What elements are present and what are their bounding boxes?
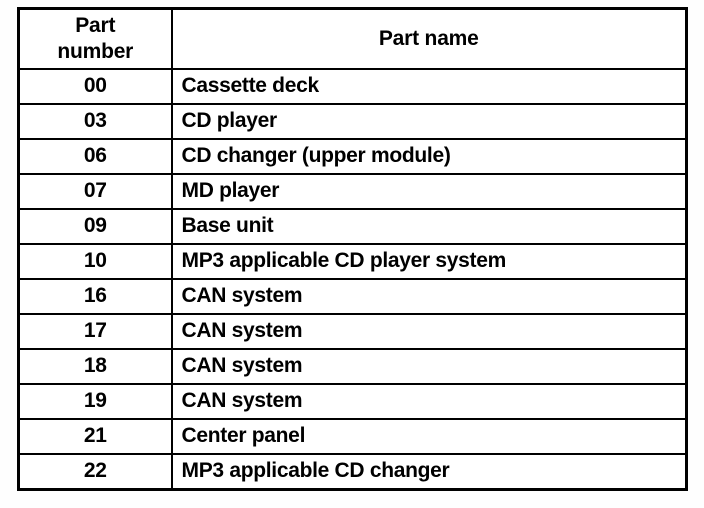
table-row: 17 CAN system: [17, 313, 688, 350]
column-header-part-number-line2: number: [57, 40, 134, 63]
cell-part-name: CD player: [170, 103, 688, 140]
cell-part-name: Base unit: [170, 208, 688, 245]
table-row: 06 CD changer (upper module): [17, 138, 688, 175]
cell-part-name: MP3 applicable CD changer: [170, 453, 688, 491]
table-row: 00 Cassette deck: [17, 68, 688, 105]
cell-part-number: 07: [17, 173, 173, 210]
cell-part-number: 10: [17, 243, 173, 280]
table-row: 09 Base unit: [17, 208, 688, 245]
table-body: 00 Cassette deck 03 CD player 06 CD chan…: [17, 68, 688, 491]
cell-part-number: 17: [17, 313, 173, 350]
column-header-part-number-line1: Part: [75, 13, 116, 37]
cell-part-name: Cassette deck: [170, 68, 688, 105]
column-header-part-number: Part number: [17, 7, 173, 70]
cell-part-number: 22: [17, 453, 173, 491]
cell-part-number: 03: [17, 103, 173, 140]
table-row: 22 MP3 applicable CD changer: [17, 453, 688, 491]
cell-part-name: CAN system: [170, 278, 688, 315]
cell-part-name: CD changer (upper module): [170, 138, 688, 175]
table-row: 03 CD player: [17, 103, 688, 140]
parts-table: Part number Part name 00 Cassette deck 0…: [17, 7, 688, 491]
cell-part-number: 19: [17, 383, 173, 420]
cell-part-number: 00: [17, 68, 173, 105]
cell-part-number: 06: [17, 138, 173, 175]
cell-part-name: CAN system: [170, 348, 688, 385]
cell-part-number: 18: [17, 348, 173, 385]
cell-part-name: CAN system: [170, 313, 688, 350]
table-row: 07 MD player: [17, 173, 688, 210]
table-row: 21 Center panel: [17, 418, 688, 455]
parts-table-container: Part number Part name 00 Cassette deck 0…: [17, 7, 691, 495]
table-row: 19 CAN system: [17, 383, 688, 420]
column-header-part-name: Part name: [170, 7, 688, 70]
cell-part-number: 16: [17, 278, 173, 315]
table-row: 10 MP3 applicable CD player system: [17, 243, 688, 280]
table-row: 16 CAN system: [17, 278, 688, 315]
table-header-row: Part number Part name: [17, 7, 688, 70]
cell-part-name: MD player: [170, 173, 688, 210]
cell-part-name: CAN system: [170, 383, 688, 420]
table-row: 18 CAN system: [17, 348, 688, 385]
table-header: Part number Part name: [17, 7, 688, 70]
cell-part-name: Center panel: [170, 418, 688, 455]
cell-part-number: 09: [17, 208, 173, 245]
cell-part-name: MP3 applicable CD player system: [170, 243, 688, 280]
cell-part-number: 21: [17, 418, 173, 455]
